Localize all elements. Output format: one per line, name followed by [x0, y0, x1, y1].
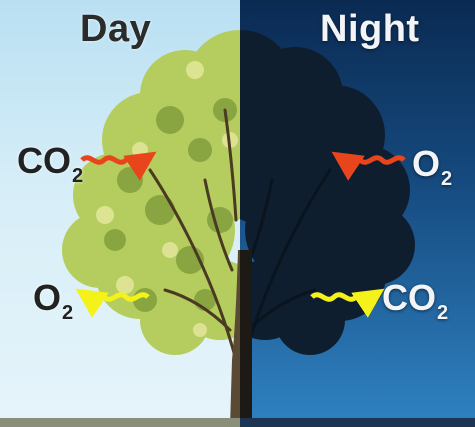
co2-intake-arrow-day: [80, 151, 157, 181]
day-heading: Day: [80, 8, 152, 50]
o2-release-arrow-day: [75, 288, 150, 318]
ground-night: [240, 418, 475, 427]
co2-label-night-base: CO: [382, 277, 436, 318]
co2-label-day-base: CO: [17, 140, 71, 181]
o2-label-day: O2: [33, 277, 74, 324]
o2-label-day-base: O: [33, 277, 62, 318]
co2-label-day-subscript: 2: [72, 165, 84, 187]
co2-label-night-subscript: 2: [437, 302, 449, 324]
co2-label-day: CO2: [17, 140, 84, 187]
o2-intake-arrow-night: [331, 151, 406, 181]
night-heading: Night: [320, 8, 420, 50]
tree-trunk-night: [240, 250, 252, 427]
tree-day-half: [62, 30, 240, 362]
o2-label-night: O2: [412, 143, 453, 190]
co2-release-arrow-night: [310, 288, 385, 318]
o2-label-day-subscript: 2: [62, 302, 74, 324]
o2-label-night-subscript: 2: [441, 168, 453, 190]
ground-day: [0, 418, 240, 427]
o2-label-night-base: O: [412, 143, 441, 184]
co2-label-night: CO2: [382, 277, 449, 324]
